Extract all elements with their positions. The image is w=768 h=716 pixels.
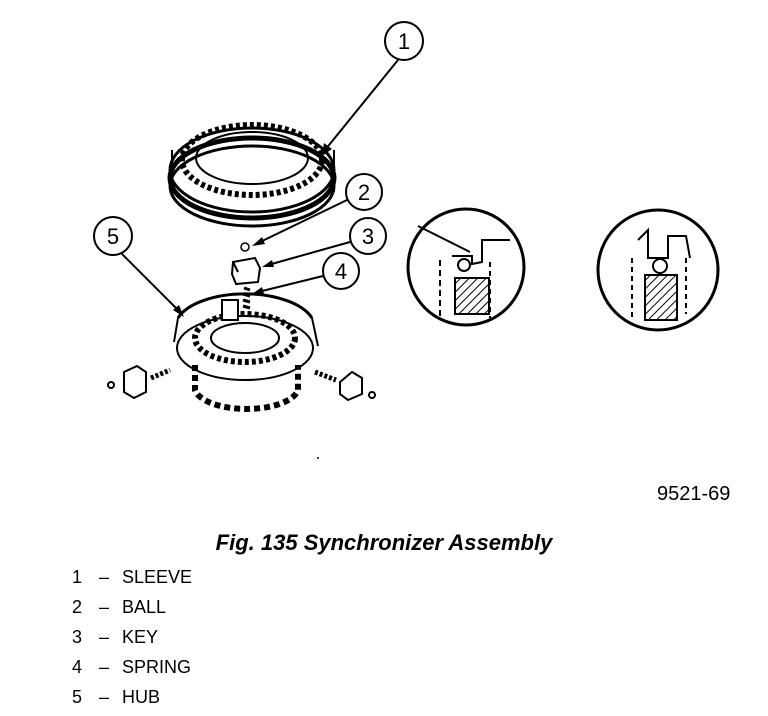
legend-label: BALL	[122, 597, 167, 617]
side-parts	[107, 364, 376, 402]
svg-text:3: 3	[362, 224, 374, 249]
legend-item: 3–KEY	[72, 626, 192, 656]
legend-item: 2–BALL	[72, 596, 192, 626]
hub-part	[173, 292, 319, 412]
legend-label: SPRING	[122, 657, 192, 677]
parts-legend: 1–SLEEVE 2–BALL 3–KEY 4–SPRING 5–HUB	[72, 566, 192, 716]
legend-number: 1	[72, 567, 83, 587]
legend-item: 4–SPRING	[72, 656, 192, 686]
callout-3: 3	[262, 217, 387, 267]
legend-number: 4	[72, 657, 83, 677]
callout-4: 4	[252, 252, 360, 294]
legend-dash: –	[98, 657, 109, 677]
callout-2: 2	[252, 173, 383, 246]
legend-number: 5	[72, 687, 83, 707]
callout-1: 1	[322, 21, 424, 156]
legend-item: 5–HUB	[72, 686, 192, 716]
legend-dash: –	[98, 687, 109, 707]
legend-dash: –	[98, 567, 109, 587]
detail-view-left	[406, 207, 526, 327]
legend-label: SLEEVE	[122, 567, 193, 587]
legend-number: 3	[72, 627, 83, 647]
svg-text:5: 5	[107, 224, 119, 249]
spring-part	[242, 286, 251, 310]
svg-text:1: 1	[398, 29, 410, 54]
svg-text:4: 4	[335, 259, 347, 284]
svg-text:2: 2	[358, 180, 370, 205]
legend-label: KEY	[122, 627, 159, 647]
callout-5: 5	[93, 216, 184, 317]
figure-caption: Fig. 135 Synchronizer Assembly	[215, 530, 553, 555]
legend-number: 2	[72, 597, 83, 617]
legend-label: HUB	[122, 687, 161, 707]
legend-dash: –	[98, 627, 109, 647]
sleeve-part	[167, 122, 337, 228]
legend-item: 1–SLEEVE	[72, 566, 192, 596]
figure-id: 9521-69	[657, 483, 731, 505]
legend-dash: –	[98, 597, 109, 617]
detail-view-right	[596, 208, 720, 332]
ball-part	[240, 242, 250, 252]
key-part	[230, 256, 262, 286]
